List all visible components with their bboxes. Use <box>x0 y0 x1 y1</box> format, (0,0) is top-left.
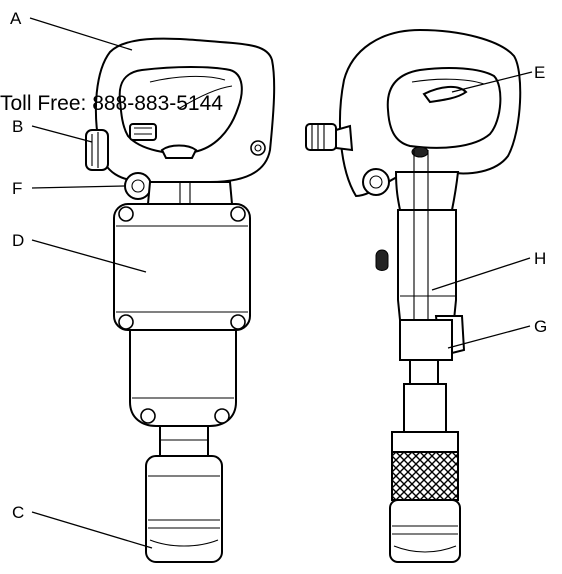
toll-free-banner: Toll Free: 888-883-5144 <box>0 92 223 115</box>
callout-leaders <box>29 17 533 549</box>
callout-c: C <box>12 503 24 522</box>
left-exhaust-fitting <box>124 172 152 200</box>
right-knurled-grip <box>391 451 459 501</box>
callout-g: G <box>534 317 547 336</box>
callout-h: H <box>534 249 546 268</box>
left-valve-knob <box>85 129 109 171</box>
callout-e: E <box>534 63 545 82</box>
callout-d: D <box>12 231 24 250</box>
callout-b: B <box>12 117 23 136</box>
right-tool-side-view <box>305 28 522 563</box>
callout-f: F <box>12 179 22 198</box>
left-chisel-retainer <box>145 455 223 563</box>
right-handle-grip-panel <box>386 67 502 149</box>
left-tool-front-view <box>85 37 276 563</box>
callout-a: A <box>10 9 22 28</box>
right-barrel <box>397 209 457 321</box>
left-motor-housing <box>113 203 251 331</box>
